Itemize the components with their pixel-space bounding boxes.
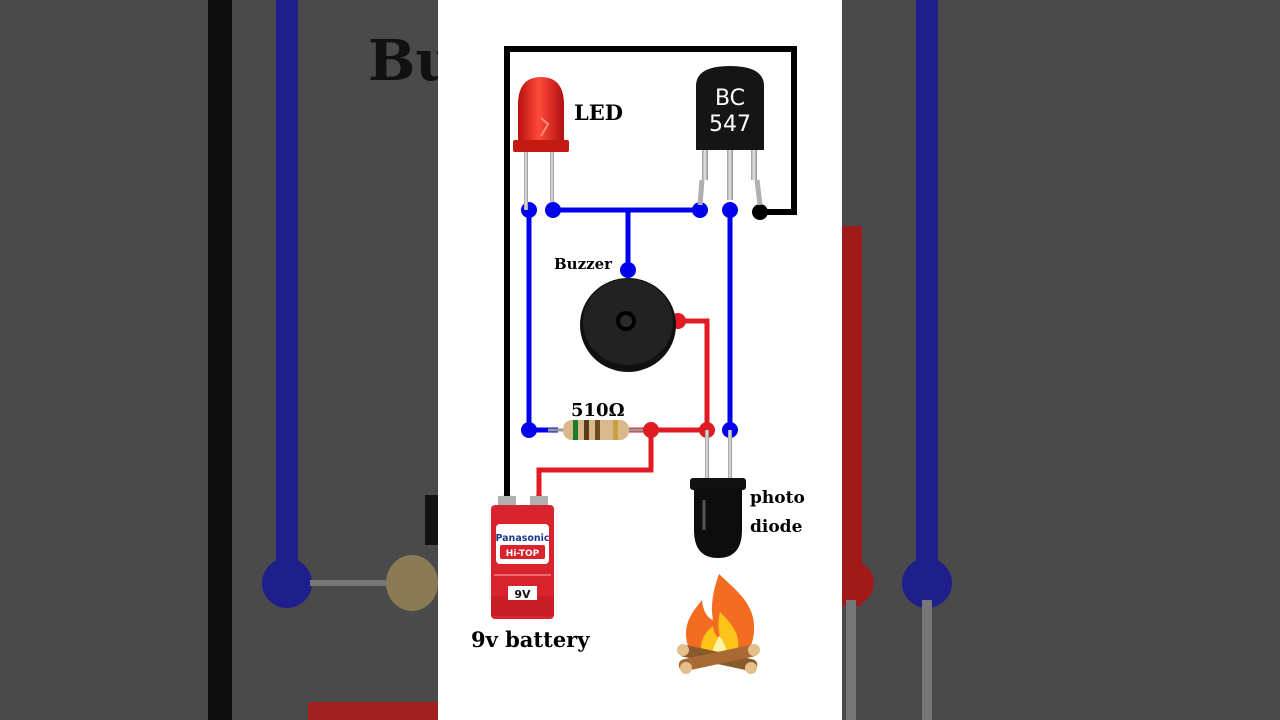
led-icon [513,77,569,210]
circuit-panel: BC 547 [438,0,842,720]
nodes-blue [521,202,738,438]
battery-icon: Panasonic Hi-TOP 9V [491,496,554,619]
photodiode-label-line1: photo [750,488,805,508]
wire-black [504,46,797,503]
resistor-label: 510Ω [571,400,625,421]
transistor-icon: BC 547 [696,66,764,206]
campfire-icon [677,574,760,674]
node-black-emitter [752,204,768,220]
photodiode-label-line2: diode [750,517,803,537]
circuit-diagram: BC 547 [491,46,797,674]
battery-model: Hi-TOP [506,549,540,559]
led-label: LED [574,100,623,125]
transistor-label-line2: 547 [709,112,751,137]
resistor-icon [548,420,643,440]
buzzer-icon [580,278,676,372]
battery-brand: Panasonic [495,533,549,544]
battery-voltage: 9V [514,588,531,601]
battery-label: 9v battery [471,627,590,652]
buzzer-label: Buzzer [554,255,613,273]
photodiode-icon [690,430,746,558]
transistor-label-line1: BC [715,86,745,111]
